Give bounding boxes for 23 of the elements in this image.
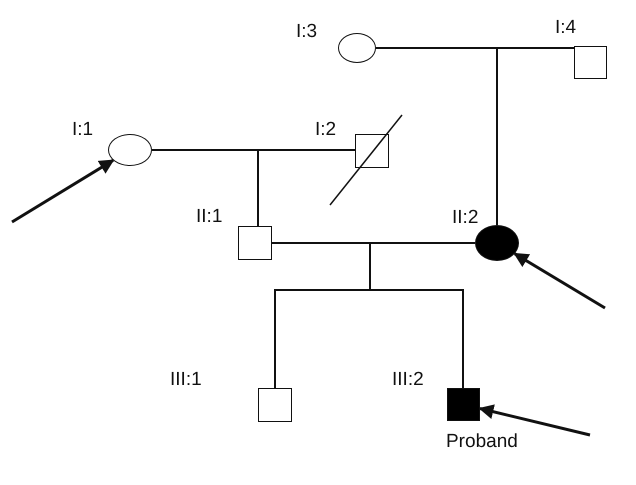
individual-label: II:1 <box>196 207 222 226</box>
affected-male-square <box>447 388 480 421</box>
individual-label: III:1 <box>170 370 202 389</box>
male-square <box>238 226 272 260</box>
pedigree-line <box>496 47 574 225</box>
descent-line <box>369 242 475 388</box>
individual-label: I:3 <box>296 22 318 41</box>
female-circle <box>108 134 152 166</box>
pointer-arrow <box>11 159 114 224</box>
male-square <box>258 388 292 422</box>
individual-label: I:4 <box>555 18 576 37</box>
pedigree-line <box>257 149 355 226</box>
individual-label: III:2 <box>392 370 424 389</box>
individual-label: I:1 <box>72 120 94 139</box>
female-circle <box>338 33 376 63</box>
pointer-arrow <box>478 404 590 436</box>
proband-label: Proband <box>446 432 518 451</box>
male-square <box>574 46 607 79</box>
individual-label: II:2 <box>452 208 478 227</box>
male-square <box>355 134 389 168</box>
individual-label: I:2 <box>315 120 336 139</box>
pointer-arrow <box>513 252 606 310</box>
affected-female-circle <box>475 225 519 261</box>
